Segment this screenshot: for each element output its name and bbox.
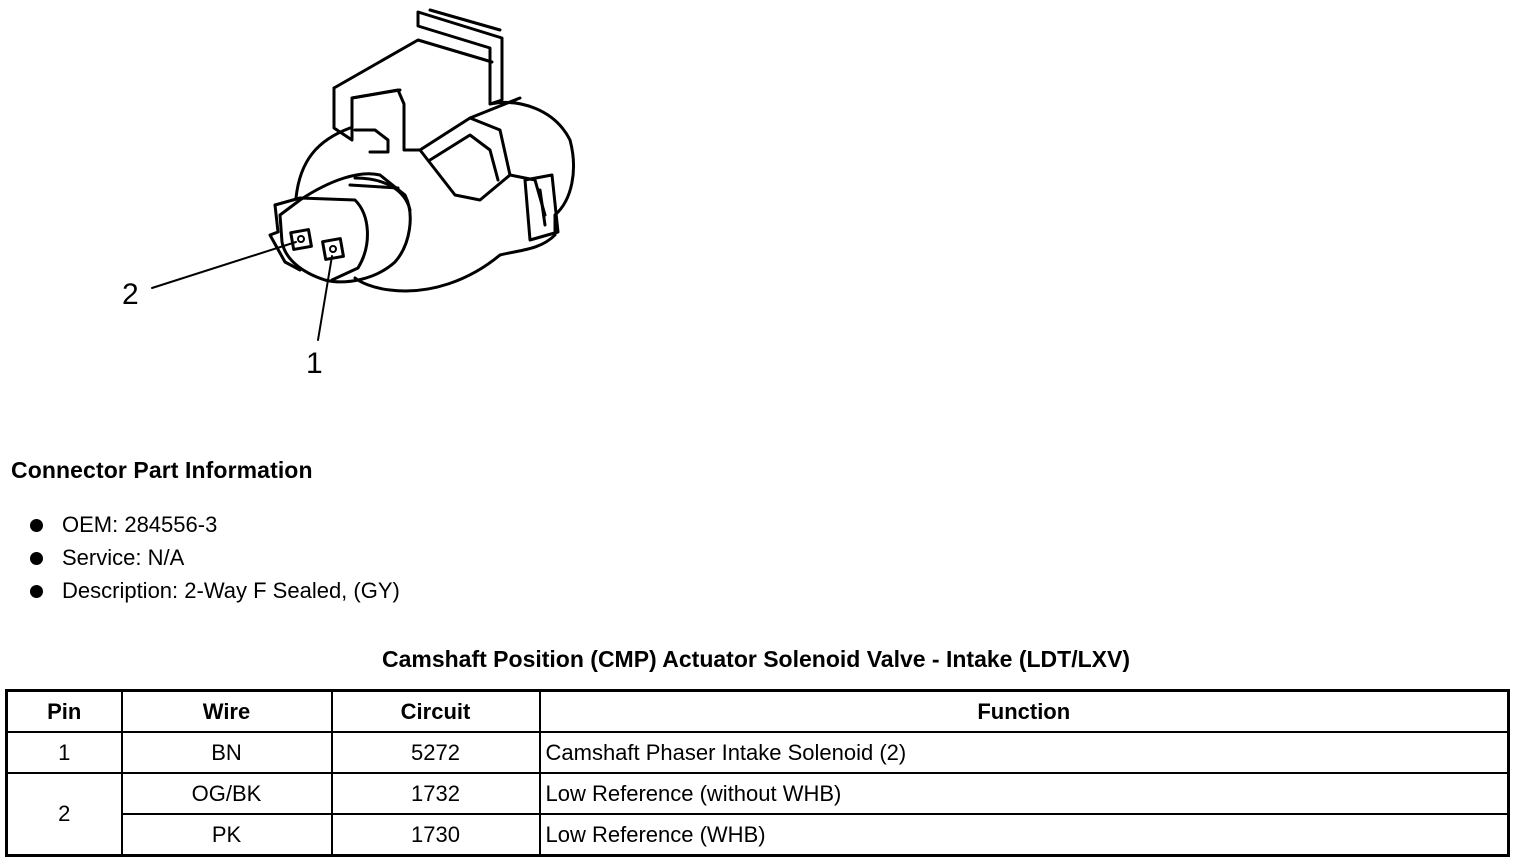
circuit-cell: 1732 [330,772,541,815]
part-info-list: OEM: 284556-3 Service: N/A Description: … [28,510,400,609]
wire-cell: PK [120,813,333,857]
description-text: Description: 2-Way F Sealed, (GY) [62,578,400,603]
pin-cell: 2 [5,772,123,857]
connector-nose [278,172,412,284]
pin-2-leader [151,241,297,289]
pin-cell: 1 [5,731,123,774]
function-cell: Camshaft Phaser Intake Solenoid (2) [538,731,1510,774]
bullet-icon [30,552,43,565]
table-row: 1 BN 5272 Camshaft Phaser Intake Solenoi… [5,731,1510,774]
function-header: Function [538,689,1510,733]
connector-diagram [151,8,575,341]
function-cell: Low Reference (WHB) [538,813,1510,857]
pin-1-cavity [321,237,345,261]
circuit-cell: 1730 [330,813,541,857]
oem-text: OEM: 284556-3 [62,512,218,537]
pin-2-cavity [289,228,313,251]
table-row: PK 1730 Low Reference (WHB) [7,813,1510,857]
pin-header: Pin [5,689,123,733]
wire-header: Wire [120,689,333,733]
service-text: Service: N/A [62,545,185,570]
table-row: 2 OG/BK 1732 Low Reference (without WHB) [5,772,1510,857]
wire-cell: BN [120,731,333,774]
pinout-title: Camshaft Position (CMP) Actuator Solenoi… [381,646,1130,672]
circuit-cell: 5272 [330,731,541,774]
part-info-title: Connector Part Information [11,457,313,483]
latch-cage [332,86,422,152]
list-item: Service: N/A [28,543,400,576]
pin-1-leader [317,255,333,341]
wire-cell: OG/BK [120,772,333,815]
function-cell: Low Reference (without WHB) [538,772,1510,815]
list-item: Description: 2-Way F Sealed, (GY) [28,576,400,609]
pin-2-callout: 2 [122,278,139,311]
table-header-row: Pin Wire Circuit Function [5,689,1510,733]
bullet-icon [30,519,43,532]
bullet-icon [30,585,43,598]
pinout-table: Pin Wire Circuit Function 1 BN 5272 Cams… [5,689,1510,857]
connector-body [294,101,575,293]
list-item: OEM: 284556-3 [28,510,400,543]
pin-1-callout: 1 [306,347,323,380]
circuit-header: Circuit [330,689,541,733]
